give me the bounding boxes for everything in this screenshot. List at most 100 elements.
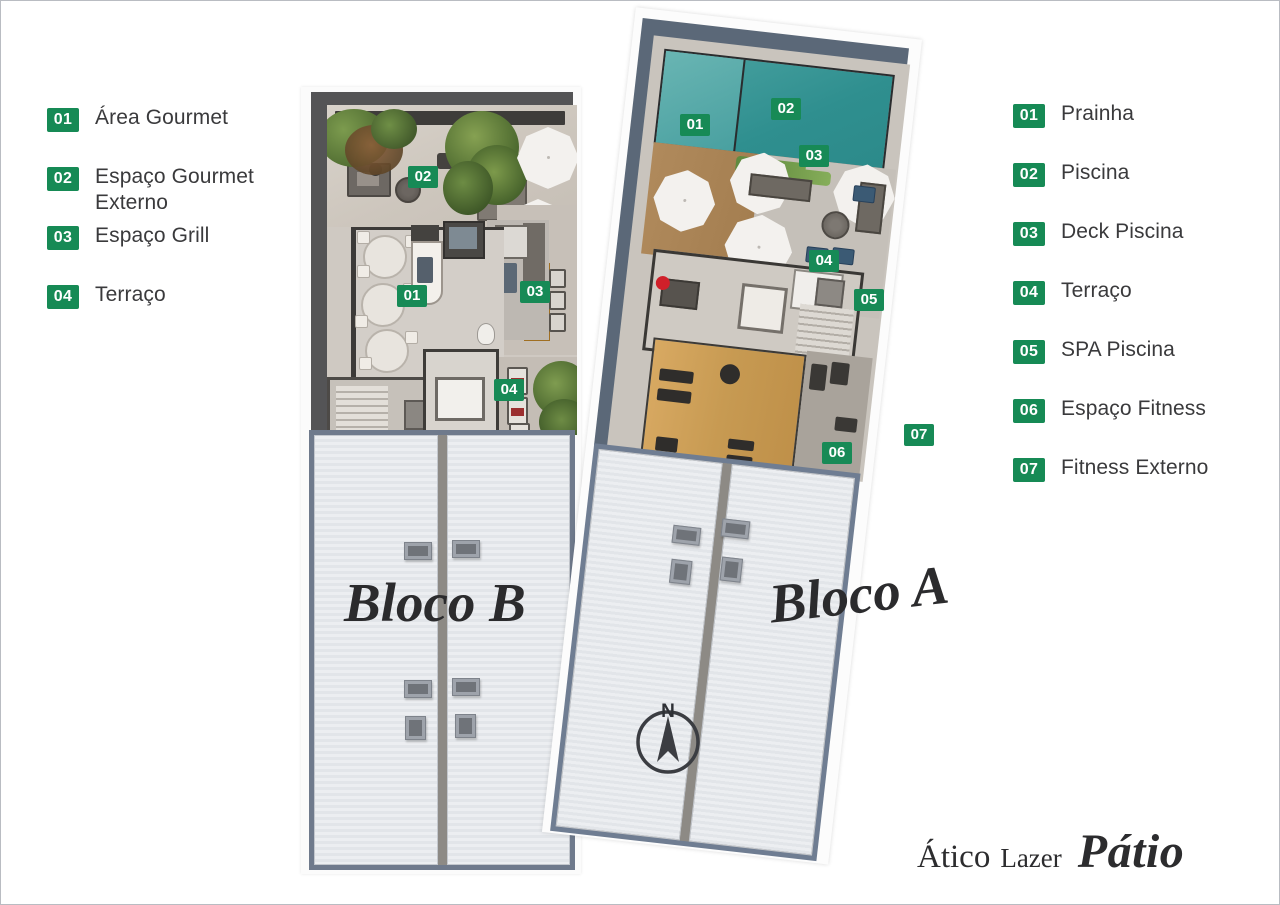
toilet-fixture — [477, 323, 495, 345]
tree-foliage — [539, 399, 577, 435]
roof-vent — [452, 540, 480, 558]
roof-vent — [668, 558, 693, 586]
legend-label-01: Área Gourmet — [95, 106, 229, 129]
bloco-a-plan-interior — [606, 35, 911, 482]
legend-badge-07: 07 — [1013, 458, 1045, 482]
legend-label-01: Prainha — [1061, 102, 1135, 125]
legend-label-04: Terraço — [95, 283, 166, 306]
legend-item[interactable]: 06 Espaço Fitness — [1013, 396, 1273, 455]
legend-label-02: Espaço Gourmet Externo — [95, 165, 254, 214]
dining-chair — [359, 357, 372, 370]
kitchen-cabinet — [411, 225, 439, 241]
tree-foliage — [371, 109, 417, 149]
roof-vent — [452, 678, 480, 696]
legend-item[interactable]: 04 Terraço — [47, 282, 337, 341]
plan-marker-bloco-a-03[interactable]: 03 — [799, 145, 829, 167]
dining-chair — [357, 231, 370, 244]
staircase — [336, 386, 388, 435]
plan-marker-bloco-b-02[interactable]: 02 — [408, 166, 438, 188]
legend-badge-01: 01 — [47, 108, 79, 132]
legend-badge-02: 02 — [1013, 163, 1045, 187]
lounge-chair — [852, 185, 877, 204]
prainha-shallow-area — [655, 50, 746, 152]
umbrella — [517, 127, 577, 189]
tree-foliage — [443, 161, 493, 215]
legend-badge-06: 06 — [1013, 399, 1045, 423]
legend-label-04: Terraço — [1061, 279, 1132, 302]
dining-chair — [355, 315, 368, 328]
legend-item[interactable]: 03 Deck Piscina — [1013, 219, 1273, 278]
roof-ridge-divider — [437, 435, 447, 865]
legend-bloco-a: 01 Prainha 02 Piscina 03 Deck Piscina 04… — [1013, 101, 1273, 514]
roof-vent — [671, 524, 702, 546]
outdoor-gym-equipment — [829, 361, 850, 386]
title-lazer: Lazer — [1000, 843, 1062, 873]
title-patio: Pátio — [1077, 825, 1185, 878]
bathtub — [435, 377, 485, 421]
legend-item[interactable]: 02 Piscina — [1013, 160, 1273, 219]
plan-marker-bloco-b-03[interactable]: 03 — [520, 281, 550, 303]
plan-marker-bloco-a-02[interactable]: 02 — [771, 98, 801, 120]
bloco-a-wall-frame — [594, 18, 911, 482]
dining-chair — [405, 331, 418, 344]
legend-item[interactable]: 01 Prainha — [1013, 101, 1273, 160]
bloco-b-wall-frame — [311, 92, 577, 435]
legend-badge-03: 03 — [1013, 222, 1045, 246]
legend-item[interactable]: 02 Espaço Gourmet Externo — [47, 164, 337, 223]
roof-vent — [405, 716, 426, 740]
legend-label-06: Espaço Fitness — [1061, 397, 1206, 420]
roof-vent — [720, 518, 751, 540]
plan-marker-bloco-b-01[interactable]: 01 — [397, 285, 427, 307]
grill-chair — [549, 269, 566, 288]
round-dining-table — [365, 329, 409, 373]
legend-item[interactable]: 04 Terraço — [1013, 278, 1273, 337]
legend-badge-02: 02 — [47, 167, 79, 191]
legend-badge-03: 03 — [47, 226, 79, 250]
bloco-b-plan-interior — [327, 105, 577, 435]
outdoor-gym-equipment — [808, 363, 828, 392]
roof-vent — [455, 714, 476, 738]
bloco-b-roof-frame — [309, 430, 575, 870]
legend-item[interactable]: 07 Fitness Externo — [1013, 455, 1273, 514]
dining-chair — [357, 265, 370, 278]
legend-badge-04: 04 — [1013, 281, 1045, 305]
compass-north-icon: N — [629, 701, 707, 779]
outdoor-gym-equipment — [834, 416, 858, 433]
legend-item[interactable]: 05 SPA Piscina — [1013, 337, 1273, 396]
legend-item[interactable]: 01 Área Gourmet — [47, 105, 337, 164]
bloco-b-title: Bloco B — [344, 572, 526, 633]
plan-marker-bloco-a-01[interactable]: 01 — [680, 114, 710, 136]
round-dining-table — [363, 235, 407, 279]
legend-label-02: Piscina — [1061, 161, 1130, 184]
legend-badge-05: 05 — [1013, 340, 1045, 364]
massage-table — [737, 283, 789, 334]
grill-chair — [549, 291, 566, 310]
bloco-a-roof — [555, 448, 855, 856]
plan-marker-bloco-a-07[interactable]: 07 — [904, 424, 934, 446]
bloco-b-roof — [314, 435, 570, 865]
legend-bloco-b: 01 Área Gourmet 02 Espaço Gourmet Extern… — [47, 105, 337, 341]
elevator-shaft — [814, 277, 846, 309]
svg-text:N: N — [661, 701, 675, 722]
bloco-a-roof-frame — [550, 443, 861, 862]
floorplan-bloco-a[interactable] — [541, 7, 934, 876]
roof-vent — [719, 556, 744, 583]
roof-vent — [404, 542, 432, 560]
title-atico: Ático — [917, 839, 991, 875]
sheet-title: Ático Lazer Pátio — [917, 824, 1184, 879]
grill-chair — [549, 313, 566, 332]
roof-panel-left — [314, 435, 438, 865]
plan-marker-bloco-a-06[interactable]: 06 — [822, 442, 852, 464]
legend-label-03: Deck Piscina — [1061, 220, 1184, 243]
plan-marker-bloco-a-05[interactable]: 05 — [854, 289, 884, 311]
floorplan-bloco-b[interactable] — [301, 87, 581, 874]
legend-label-05: SPA Piscina — [1061, 338, 1175, 361]
legend-label-07: Fitness Externo — [1061, 456, 1209, 479]
legend-item[interactable]: 03 Espaço Grill — [47, 223, 337, 282]
legend-badge-01: 01 — [1013, 104, 1045, 128]
service-counter — [443, 221, 485, 259]
legend-badge-04: 04 — [47, 285, 79, 309]
plan-marker-bloco-a-04[interactable]: 04 — [809, 250, 839, 272]
plan-marker-bloco-b-04[interactable]: 04 — [494, 379, 524, 401]
